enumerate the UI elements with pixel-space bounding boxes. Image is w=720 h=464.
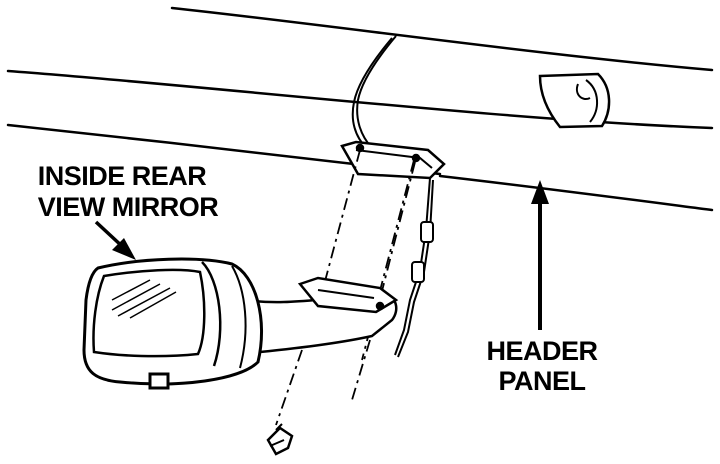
mirror-leader-arrow	[94, 220, 136, 260]
roof-line-lower	[438, 174, 714, 212]
mirror-label-line2: VIEW MIRROR	[38, 192, 219, 222]
screw	[266, 423, 294, 456]
mirror-glass	[92, 268, 206, 358]
mirror-label-line1: INSIDE REAR	[38, 161, 207, 191]
panel-label-line1: HEADER	[486, 336, 597, 366]
mirror-arm	[243, 276, 399, 354]
roof-line-top	[170, 6, 714, 72]
header-panel	[6, 6, 714, 212]
mounting-bracket	[340, 140, 446, 180]
header-panel-leader-arrow	[531, 180, 549, 330]
dome-lamp	[538, 72, 611, 129]
roof-line-upper	[6, 69, 714, 130]
panel-label-line2: PANEL	[498, 366, 585, 396]
wire-connectors	[411, 221, 434, 283]
